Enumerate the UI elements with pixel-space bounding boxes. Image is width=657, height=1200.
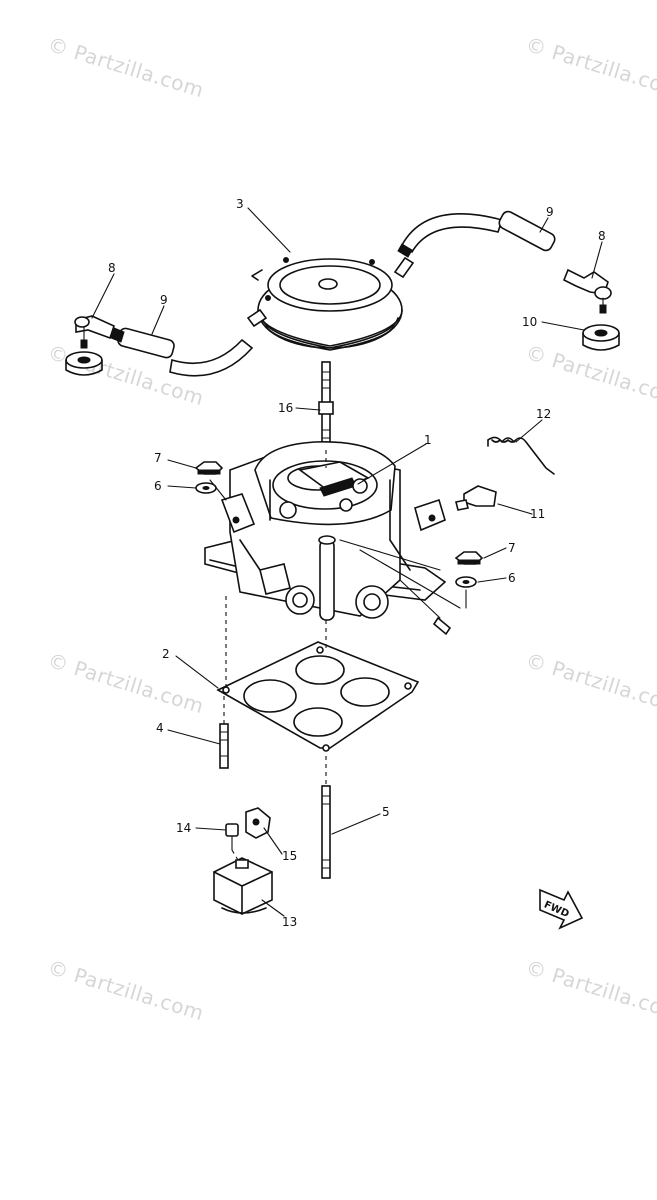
part-8-fitting-right — [562, 268, 612, 314]
part-7-nut-left — [194, 461, 224, 475]
callout-2: 2 — [162, 647, 170, 661]
part-4-stud — [219, 723, 229, 769]
callout-9-right: 9 — [546, 205, 554, 219]
part-11-fitting — [455, 485, 497, 511]
part-13-solenoid — [213, 857, 273, 915]
part-9-hose-left — [110, 327, 254, 377]
callout-6-right: 6 — [508, 571, 516, 585]
part-2-gasket — [216, 641, 420, 752]
callout-5: 5 — [382, 805, 390, 819]
part-16-stud — [318, 361, 334, 453]
callout-8-right: 8 — [598, 229, 606, 243]
callout-4: 4 — [156, 721, 164, 735]
part-9-hose-right — [397, 210, 556, 258]
part-3-flame-arrestor — [246, 256, 415, 351]
callout-15: 15 — [282, 849, 297, 863]
fwd-arrow-icon: FWD — [539, 888, 584, 930]
part-10-filter — [582, 324, 620, 351]
callout-labels: 3 9 8 10 8 9 16 1 12 11 7 6 7 6 2 4 5 14… — [108, 197, 606, 929]
callout-13: 13 — [282, 915, 297, 929]
callout-8-left: 8 — [108, 261, 116, 275]
part-12-spring — [487, 436, 555, 475]
callout-9-left: 9 — [160, 293, 168, 307]
callout-16: 16 — [278, 401, 293, 415]
callout-3: 3 — [236, 197, 244, 211]
part-6-washer-right — [455, 576, 477, 588]
part-14-bolt — [225, 823, 239, 851]
callout-12: 12 — [536, 407, 551, 421]
part-1-carburetor — [204, 441, 452, 636]
callout-6-left: 6 — [154, 479, 162, 493]
part-filter-left — [65, 351, 103, 376]
callout-10: 10 — [522, 315, 537, 329]
part-8-fitting-left — [74, 315, 115, 349]
callout-7-right: 7 — [508, 541, 516, 555]
leader-lines — [91, 207, 603, 917]
part-7-nut-right — [454, 551, 484, 565]
callout-7-left: 7 — [154, 451, 162, 465]
assembly-lines — [209, 450, 467, 861]
callout-11: 11 — [530, 507, 545, 521]
callout-14: 14 — [176, 821, 191, 835]
part-15-bracket — [245, 807, 271, 839]
callout-1: 1 — [424, 433, 432, 447]
part-5-stud — [321, 785, 331, 879]
